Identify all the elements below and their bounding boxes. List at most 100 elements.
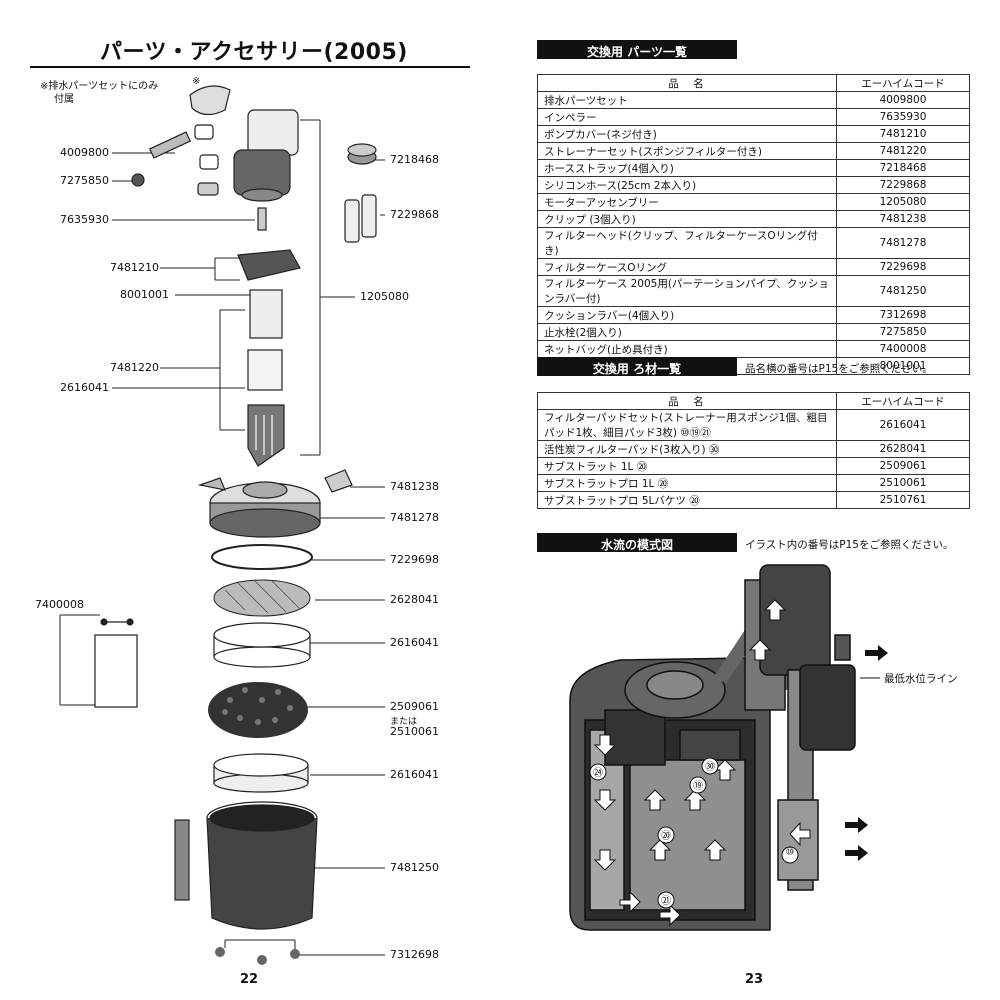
- filter-head: [197, 469, 353, 538]
- table-row: 止水栓(2個入り)7275850: [537, 323, 970, 341]
- item-code: 7400008: [836, 340, 970, 358]
- item-name: 活性炭フィルターパッド(3枚入り) ㉚: [537, 440, 837, 458]
- marker-19: ⑲: [693, 781, 703, 792]
- o-ring: [211, 544, 313, 570]
- marker-24: ㉔: [593, 768, 603, 779]
- callout-7218468: 7218468: [390, 153, 439, 166]
- marker-30: ㉚: [705, 762, 715, 773]
- callout-1205080: 1205080: [360, 290, 409, 303]
- callout-2628041: 2628041: [390, 593, 439, 606]
- item-code: 2616041: [836, 409, 970, 441]
- col-code: エーハイムコード: [836, 74, 970, 92]
- table-row: シリコンホース(25cm 2本入り)7229868: [537, 176, 970, 194]
- media-table: 品 名 エーハイムコード フィルターパッドセット(ストレーナー用スポンジ1個、粗…: [537, 392, 970, 509]
- item-name: 排水パーツセット: [537, 91, 837, 109]
- table-row: ホースストラップ(4個入り)7218468: [537, 159, 970, 177]
- marker-21: ㉑: [661, 896, 671, 907]
- col-name: 品 名: [537, 392, 837, 410]
- table-row: クリップ (3個入り)7481238: [537, 210, 970, 228]
- table-row: ストレーナーセット(スポンジフィルター付き)7481220: [537, 142, 970, 160]
- callout-7229698: 7229698: [390, 553, 439, 566]
- table-row: ネットバッグ(止め具付き)7400008: [537, 340, 970, 358]
- marker-20: ⑳: [661, 831, 671, 842]
- title-underline: [30, 66, 470, 68]
- carbon-pad: [213, 579, 311, 617]
- cushion-rubber: [215, 947, 300, 965]
- item-code: 2510061: [836, 474, 970, 492]
- item-code: 7229868: [836, 176, 970, 194]
- callout-or: または: [390, 717, 418, 727]
- item-name: サブストラットプロ 5Lバケツ ⑳: [537, 491, 837, 509]
- col-code: エーハイムコード: [836, 392, 970, 410]
- item-code: 7275850: [836, 323, 970, 341]
- table-row: フィルターケース 2005用(パーテーションパイプ、クッションラバー付)7481…: [537, 275, 970, 307]
- note-line-1: ※排水パーツセットにのみ: [40, 81, 159, 92]
- item-name: クリップ (3個入り): [537, 210, 837, 228]
- page-number-right: 23: [745, 972, 764, 987]
- table-row: クッションラバー(4個入り)7312698: [537, 306, 970, 324]
- item-name: クッションラバー(4個入り): [537, 306, 837, 324]
- callout-7481238: 7481238: [390, 480, 439, 493]
- item-name: ネットバッグ(止め具付き): [537, 340, 837, 358]
- item-name: サブストラットプロ 1L ⑳: [537, 474, 837, 492]
- callout-2616041-coarse: 2616041: [390, 636, 439, 649]
- substrate-media: [208, 682, 308, 738]
- callout-7229868: 7229868: [390, 208, 439, 221]
- motor-assembly: [233, 109, 299, 231]
- item-name: モーターアッセンブリー: [537, 193, 837, 211]
- callout-7481220: 7481220: [110, 361, 159, 374]
- item-code: 2628041: [836, 440, 970, 458]
- item-code: 7635930: [836, 108, 970, 126]
- callout-7481210: 7481210: [110, 261, 159, 274]
- item-name: シリコンホース(25cm 2本入り): [537, 176, 837, 194]
- item-name: インペラー: [537, 108, 837, 126]
- item-code: 7481238: [836, 210, 970, 228]
- filter-case: [174, 801, 318, 930]
- item-code: 7218468: [836, 159, 970, 177]
- callout-7400008: 7400008: [35, 598, 84, 611]
- callout-7481250: 7481250: [390, 861, 439, 874]
- item-name: フィルターケースOリング: [537, 258, 837, 276]
- item-name: フィルターヘッド(クリップ、フィルターケースOリング付き): [537, 227, 837, 259]
- col-name: 品 名: [537, 74, 837, 92]
- callout-2509061: 2509061: [390, 700, 439, 713]
- item-code: 7481250: [836, 275, 970, 307]
- item-name: ポンプカバー(ネジ付き): [537, 125, 837, 143]
- table-row: フィルターヘッド(クリップ、フィルターケースOリング付き)7481278: [537, 227, 970, 259]
- item-code: 7481278: [836, 227, 970, 259]
- callout-4009800: 4009800: [60, 146, 109, 159]
- parts-section-header: 交換用 パーツ一覧: [537, 40, 737, 59]
- drain-set-parts: [131, 85, 231, 196]
- callout-7635930: 7635930: [60, 213, 109, 226]
- item-code: 4009800: [836, 91, 970, 109]
- page-number-left: 22: [240, 972, 259, 987]
- item-code: 7229698: [836, 258, 970, 276]
- table-row: フィルターパッドセット(ストレーナー用スポンジ1個、粗目パッド1枚、細目パッド3…: [537, 409, 970, 441]
- callout-7275850: 7275850: [60, 174, 109, 187]
- drain-set-note: ※排水パーツセットにのみ 付属: [40, 80, 158, 106]
- water-flow-diagram: [569, 564, 888, 931]
- drain-set-mark: ※: [192, 76, 201, 87]
- item-code: 2510761: [836, 491, 970, 509]
- net-bag: [94, 618, 138, 708]
- min-water-level-label: 最低水位ライン: [884, 673, 958, 685]
- callout-7312698: 7312698: [390, 948, 439, 961]
- table-row: ポンプカバー(ネジ付き)7481210: [537, 125, 970, 143]
- lower-pad: [213, 753, 309, 793]
- item-name: 止水栓(2個入り): [537, 323, 837, 341]
- media-note: 品名横の番号はP15をご参照ください。: [745, 363, 933, 375]
- media-section-header: 交換用 ろ材一覧: [537, 357, 737, 376]
- media-table-header: 品 名 エーハイムコード: [537, 392, 970, 410]
- marker-10: ⑩: [785, 847, 795, 858]
- item-code: 1205080: [836, 193, 970, 211]
- callout-7481278: 7481278: [390, 511, 439, 524]
- page-title: パーツ・アクセサリー(2005): [100, 40, 408, 65]
- coarse-pad: [213, 622, 311, 668]
- item-name: フィルターケース 2005用(パーテーションパイプ、クッションラバー付): [537, 275, 837, 307]
